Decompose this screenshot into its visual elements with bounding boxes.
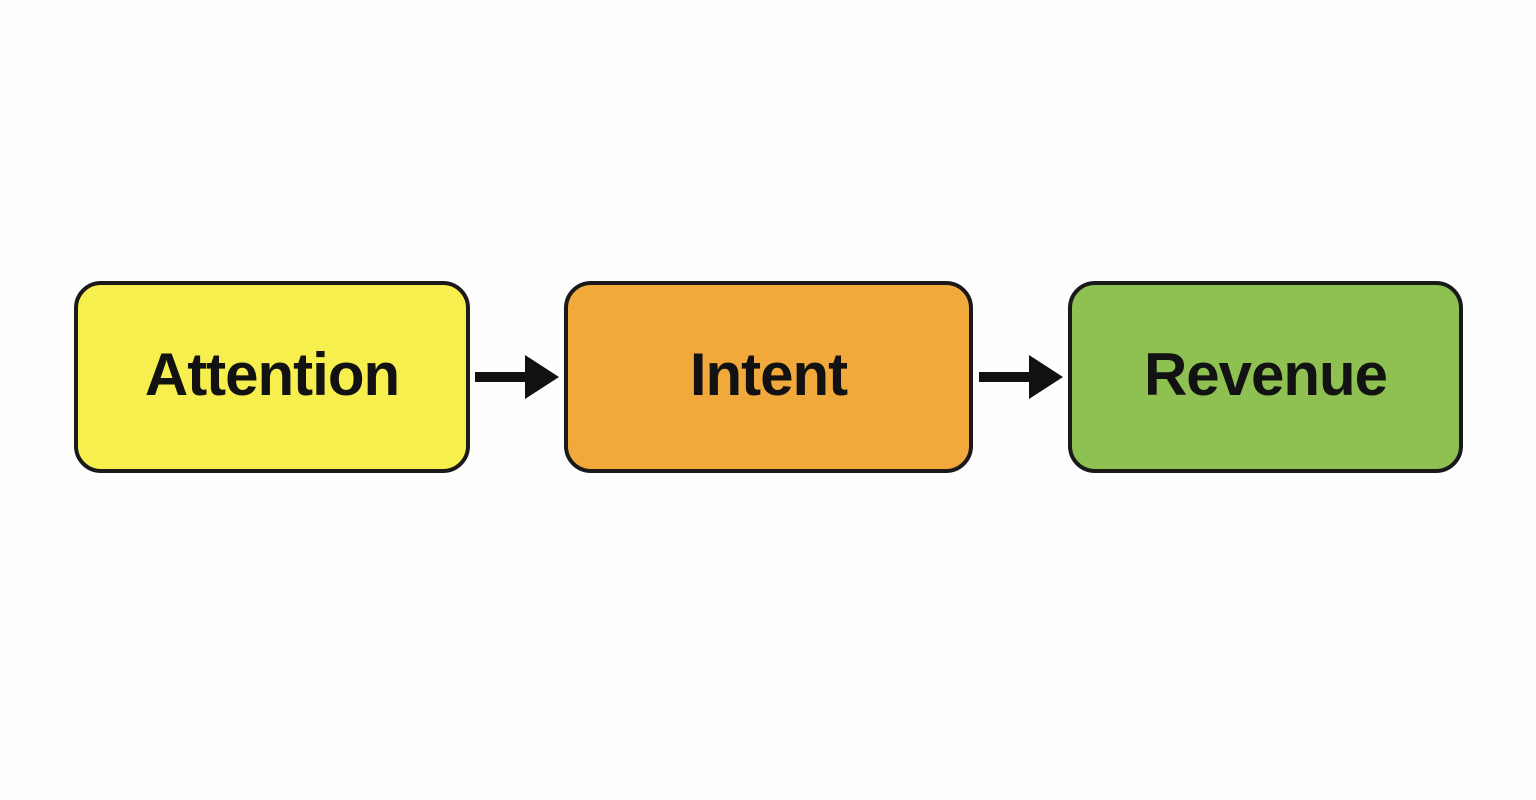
flow-node-intent: Intent (564, 281, 973, 473)
flow-node-revenue: Revenue (1068, 281, 1463, 473)
arrow-right-icon (979, 355, 1063, 399)
node-label-intent: Intent (689, 341, 848, 408)
flow-diagram: Attention Intent Revenue (74, 281, 1463, 473)
flow-node-attention: Attention (74, 281, 470, 473)
node-label-revenue: Revenue (1143, 341, 1388, 408)
node-label-attention: Attention (144, 341, 400, 408)
arrow-right-icon (475, 355, 559, 399)
